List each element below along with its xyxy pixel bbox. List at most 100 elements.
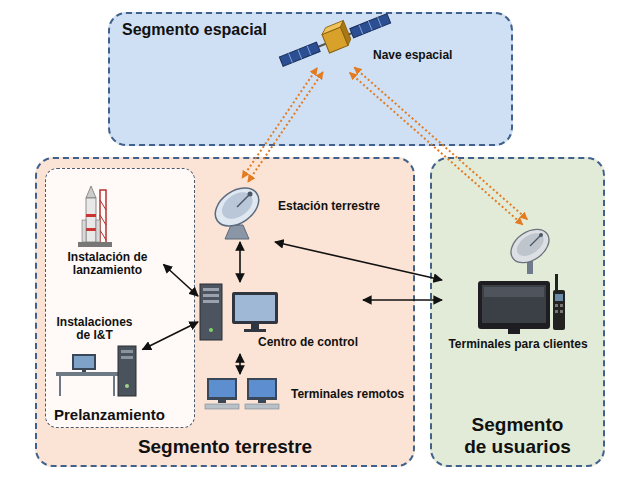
rocket-icon [100, 200, 106, 210]
customer-terminal-icon [513, 229, 548, 261]
customer-terminal-icon [560, 310, 563, 313]
radio-link-line [354, 67, 527, 219]
customer-terminal-icon [484, 287, 544, 297]
test-facility-icon [59, 376, 61, 396]
customer-terminal-icon [478, 281, 550, 329]
node-label: Estación terrestre [278, 200, 380, 214]
test-facility-icon [74, 356, 94, 368]
link-line [239, 354, 241, 374]
rocket-icon [86, 214, 96, 217]
link-arrow [164, 265, 199, 297]
remote-terminals-icon [209, 380, 235, 397]
node-label: Instalaciones de I&T [51, 316, 139, 344]
link-arrow [143, 322, 199, 350]
satellite-icon [279, 42, 320, 66]
test-facility-icon [82, 370, 86, 372]
node-label: Terminales para clientes [448, 338, 587, 352]
control-center-icon [203, 300, 219, 303]
customer-terminal-icon [478, 222, 565, 334]
test-facility-icon [113, 376, 115, 396]
remote-terminals-icon [249, 380, 275, 397]
test-facility-icon [72, 354, 96, 370]
rocket-icon [78, 186, 112, 247]
customer-terminal-icon [553, 290, 565, 330]
segment-title: Segmento terrestre [138, 436, 312, 458]
link-arrow [240, 242, 241, 282]
customer-terminal-icon [560, 304, 563, 307]
rocket-icon [86, 228, 96, 231]
remote-terminals-icon [218, 400, 226, 403]
radio-link-line [350, 73, 523, 225]
link-line [275, 242, 442, 280]
remote-terminals-icon [205, 404, 239, 409]
radio-link-line [248, 72, 323, 182]
rocket-icon [100, 190, 106, 246]
customer-terminal-icon [505, 222, 555, 274]
link-line [164, 265, 199, 297]
radio-link [242, 68, 323, 182]
test-facility-icon [121, 356, 133, 359]
test-facility-icon [121, 350, 133, 353]
radio-link [350, 67, 528, 224]
control-center-icon [251, 324, 259, 329]
customer-terminal-icon [539, 233, 543, 237]
customer-terminal-icon [555, 294, 563, 301]
control-center-icon [200, 284, 278, 340]
control-center-icon [203, 294, 219, 297]
customer-terminal-icon [482, 285, 546, 323]
rocket-icon [82, 220, 86, 242]
satellite-icon [276, 4, 393, 71]
customer-terminal-icon [555, 274, 558, 290]
satellite-icon [298, 50, 302, 59]
remote-terminals-icon [258, 400, 266, 403]
control-center-icon [244, 329, 266, 332]
test-facility-icon [56, 346, 136, 396]
satellite-icon [350, 14, 391, 38]
radio-link-line [242, 68, 317, 178]
link-arrow [240, 354, 241, 374]
link-line [143, 322, 199, 350]
satellite-icon [289, 53, 293, 62]
rocket-icon [96, 220, 100, 242]
node-label: Instalación de lanzamiento [56, 251, 160, 279]
customer-terminal-icon [555, 304, 558, 307]
ground-station-dish [237, 194, 250, 207]
link-line [239, 242, 241, 282]
customer-terminal-icon [508, 329, 520, 334]
customer-terminal-icon [530, 235, 541, 246]
ground-station-dish [208, 180, 266, 239]
control-center-icon [209, 328, 213, 332]
ground-station-dish [248, 192, 253, 197]
control-center-icon [200, 284, 222, 340]
ground-station-dish [208, 180, 266, 234]
segment-title: Prelanzamiento [54, 406, 165, 423]
link-arrow [363, 300, 442, 301]
rocket-icon [100, 215, 106, 225]
satellite-icon [359, 25, 363, 34]
control-center-icon [232, 292, 278, 324]
rocket-icon [78, 242, 112, 247]
test-facility-icon [56, 372, 118, 376]
space-segment: Nave espacialSegmento espacial [108, 12, 513, 146]
remote-terminals-icon [245, 404, 279, 409]
ground-station-dish [217, 187, 257, 225]
remote-terminals-icon [247, 378, 277, 400]
node-label: Centro de control [258, 336, 358, 350]
launch-facility-node: Instalación de lanzamiento [52, 183, 164, 286]
rocket-icon [100, 230, 106, 240]
satellite-icon [368, 21, 372, 30]
node-label: Terminales remotos [291, 388, 404, 402]
ground-station-dish [225, 225, 249, 239]
customer-terminal-icon [555, 310, 558, 313]
test-facility-icon [118, 346, 136, 396]
node-label: Nave espacial [373, 49, 452, 63]
test-facility-icon [125, 384, 129, 388]
control-center-node: Centro de control [198, 282, 363, 354]
satellite-icon [339, 20, 353, 45]
satellite-icon [378, 17, 382, 26]
rocket-icon [86, 186, 96, 198]
remote-terminals-icon [205, 378, 279, 409]
control-center-icon [235, 295, 275, 321]
link-line [363, 299, 442, 301]
